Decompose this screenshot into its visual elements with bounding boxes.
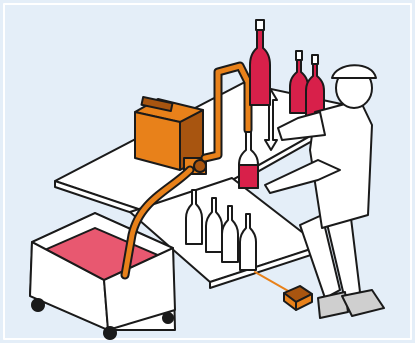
bottle-filling-illustration xyxy=(0,0,415,343)
illustration-stage xyxy=(0,0,415,343)
